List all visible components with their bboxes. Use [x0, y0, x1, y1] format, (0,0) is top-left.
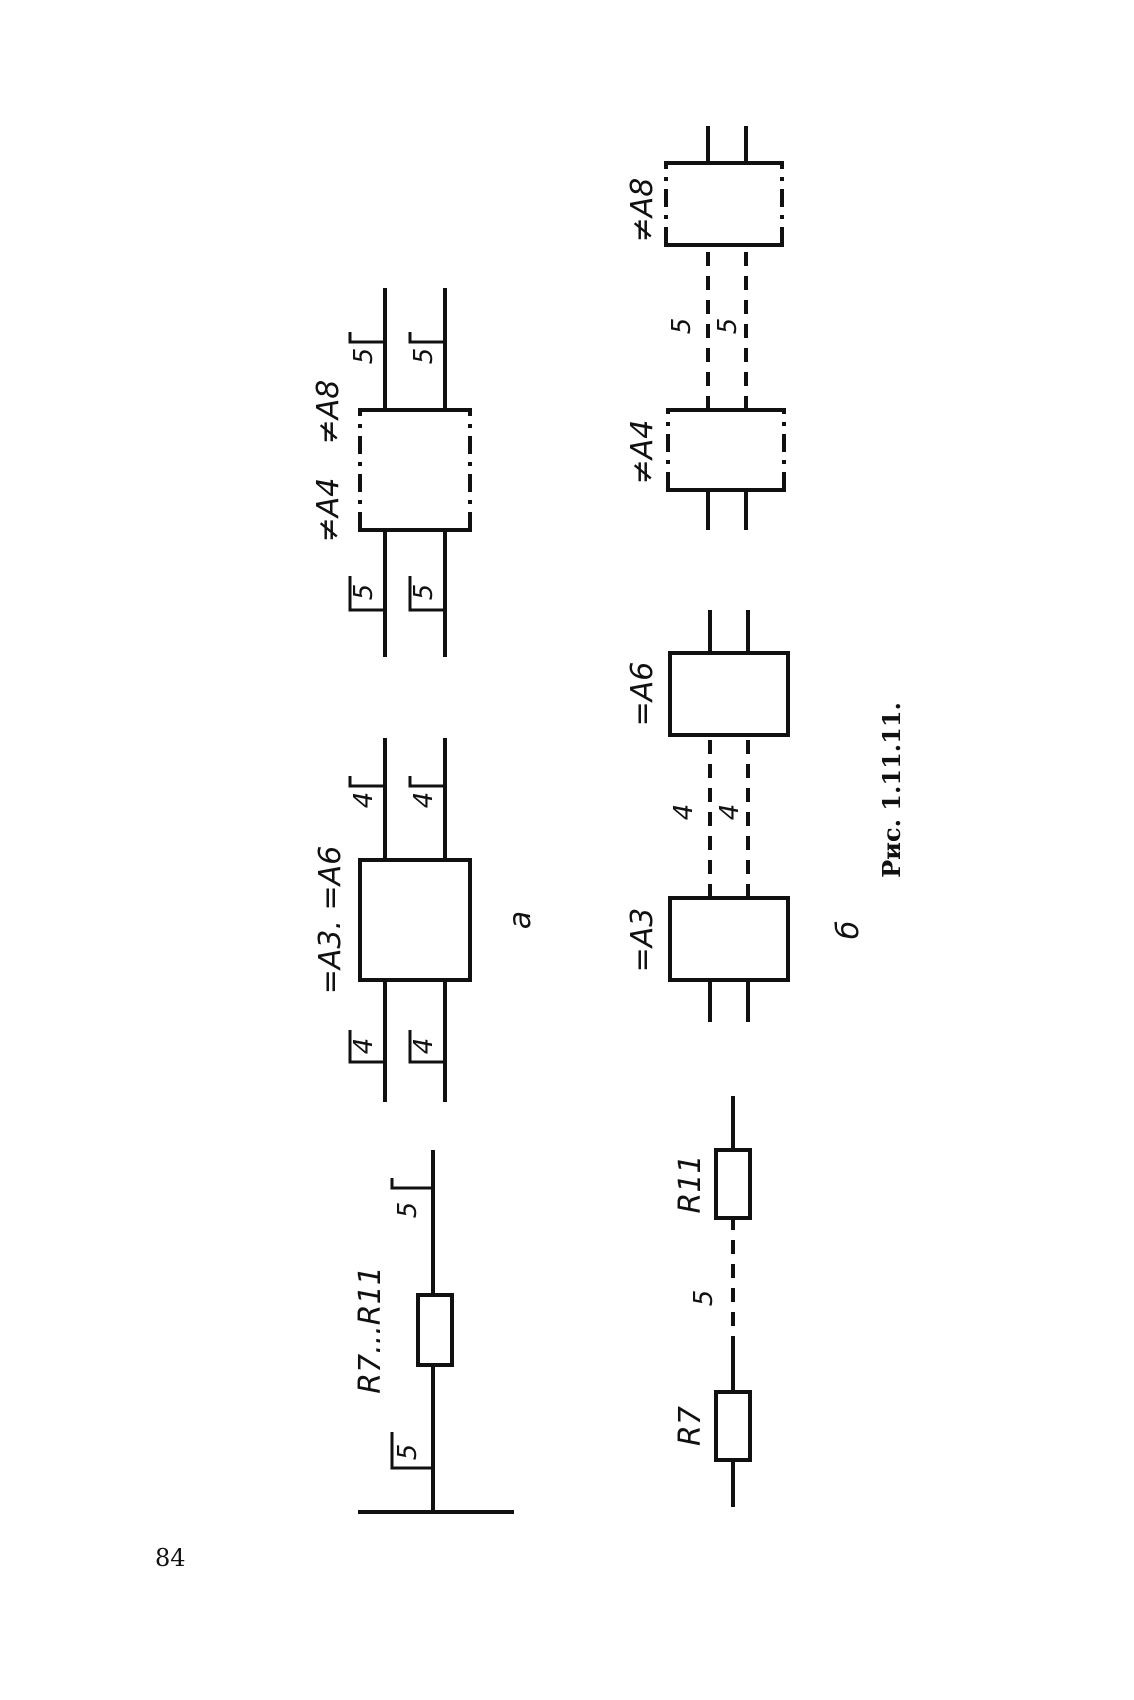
a-marker-4-br — [408, 776, 445, 788]
a-r-marker-right — [390, 1178, 433, 1190]
a-r-wire-label-right: 5 — [393, 1202, 423, 1219]
a-marker-5-br — [408, 332, 445, 344]
a-r-group-label: R7...R11 — [353, 1266, 388, 1394]
sub-a-label: а — [503, 911, 538, 929]
b-wire4-label-top: 4 — [669, 804, 699, 821]
a-a4a8-block: 5 5 5 5 ≠А4 ≠А8 — [311, 288, 472, 657]
a-wire4-label-bl: 4 — [409, 1038, 439, 1055]
b-wire5-label-top: 5 — [667, 318, 697, 335]
b-r-wire-label: 5 — [689, 1290, 719, 1307]
sub-b-label: б — [831, 921, 866, 940]
a-a4-label: ≠А4 — [311, 478, 346, 543]
b-a4-label: ≠А4 — [625, 420, 660, 485]
figure-caption: Рис. 1.11.11. — [877, 702, 906, 878]
a-resistor-group: 5 5 R7...R11 — [353, 1150, 514, 1514]
a-marker-4-bl — [408, 1030, 445, 1064]
b-r11-label: R11 — [673, 1154, 708, 1213]
b-a3-box — [668, 896, 790, 982]
b-a3-a6-group: =А3 =А6 4 4 — [625, 610, 790, 1022]
a-wire5-label-bl: 5 — [409, 584, 439, 601]
b-a4-a8-group: ≠А4 ≠А8 5 5 — [625, 126, 786, 530]
a-wire5-label-tl: 5 — [349, 584, 379, 601]
a-a3a6-block: 4 4 4 4 =А3. =А6 — [313, 738, 472, 1102]
a-marker-4-tr — [348, 776, 385, 788]
b-a3-label: =А3 — [625, 908, 660, 973]
a-r-wire-label-left: 5 — [393, 1444, 423, 1461]
b-wire5-label-bot: 5 — [713, 318, 743, 335]
b-a8-label: ≠А8 — [625, 178, 660, 243]
a-wire4-label-tr: 4 — [349, 792, 379, 809]
a-wire4-label-br: 4 — [409, 792, 439, 809]
a-resistor-body — [416, 1293, 454, 1367]
a-wire5-label-tr: 5 — [349, 348, 379, 365]
a-marker-5-tl — [348, 576, 385, 612]
a-a8-label: ≠А8 — [311, 380, 346, 445]
b-r7-label: R7 — [673, 1406, 708, 1446]
b-a6-box — [668, 651, 790, 737]
b-r7-body — [714, 1390, 752, 1462]
a-marker-5-tr — [348, 332, 385, 344]
a-marker-5-bl — [408, 576, 445, 612]
a-a3a6-box — [358, 858, 472, 982]
a-wire5-label-br: 5 — [409, 348, 439, 365]
a-marker-4-tl — [348, 1030, 385, 1064]
b-r11-body — [714, 1148, 752, 1220]
b-resistor-group: R7 R11 5 — [673, 1096, 752, 1507]
page-number: 84 — [155, 1544, 186, 1572]
a-r-marker-left — [390, 1432, 433, 1470]
a-a3a6-label: =А3. =А6 — [313, 846, 348, 995]
a-wire4-label-tl: 4 — [349, 1038, 379, 1055]
b-a6-label: =А6 — [625, 662, 660, 727]
b-wire4-label-bot: 4 — [715, 804, 745, 821]
